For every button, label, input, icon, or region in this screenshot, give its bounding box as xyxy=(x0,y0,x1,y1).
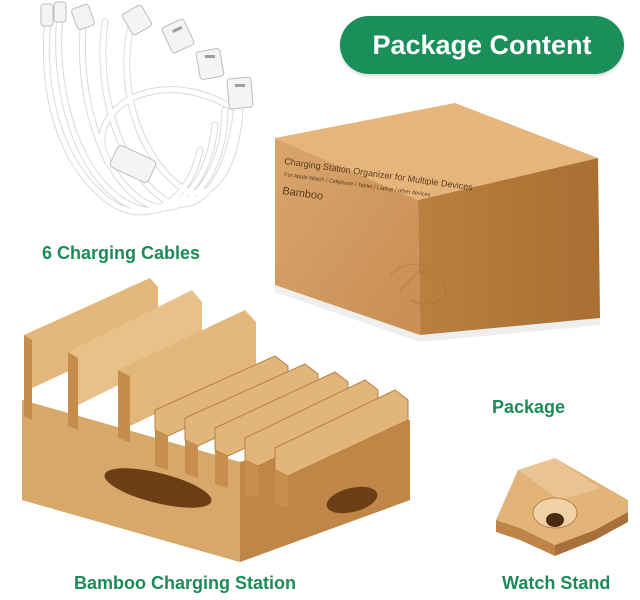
watch-stand xyxy=(496,458,628,556)
package-caption: Package xyxy=(492,397,566,417)
base-cutout-front xyxy=(104,468,212,508)
short-dividers xyxy=(154,355,409,477)
package-box: Charging Station Organizer for Multiple … xyxy=(275,103,600,342)
box-print-brand: Bamboo xyxy=(282,185,324,203)
charging-station-caption: Bamboo Charging Station xyxy=(74,573,296,593)
package-content-banner: Package Content xyxy=(340,16,624,74)
base-cutout-side xyxy=(326,486,378,514)
tall-dividers xyxy=(24,278,256,442)
bamboo-charging-station xyxy=(22,278,410,562)
box-logo xyxy=(389,263,447,305)
watch-stand-cable-hole xyxy=(546,513,564,527)
charging-cables xyxy=(40,1,254,216)
divider-sides xyxy=(155,430,288,508)
watch-stand-caption: Watch Stand xyxy=(502,573,611,593)
charging-cables-caption: 6 Charging Cables xyxy=(42,243,201,263)
